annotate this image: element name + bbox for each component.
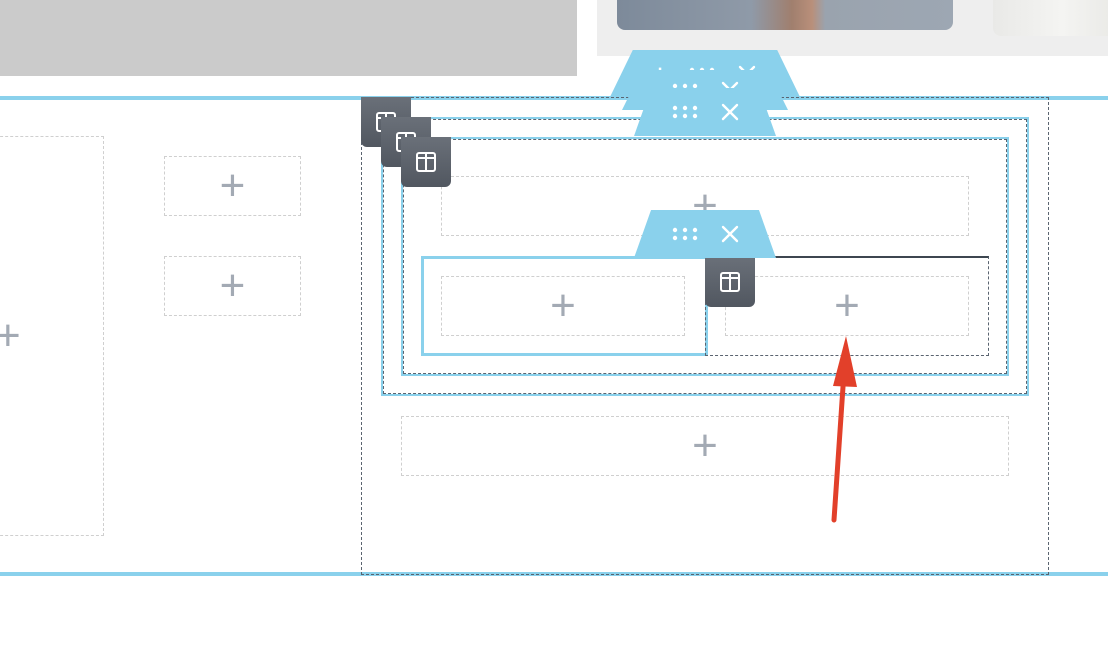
add-icon: + — [219, 161, 246, 210]
red-arrow-icon — [831, 336, 857, 523]
drag-handle-icon[interactable] — [671, 227, 699, 241]
section-top-border — [0, 96, 1108, 100]
outer-bottom-placeholder[interactable]: + — [401, 416, 1009, 476]
column-layout-icon — [720, 272, 740, 292]
add-icon: + — [692, 421, 718, 470]
add-icon: + — [0, 311, 21, 360]
left-small-placeholder-1[interactable]: + — [164, 156, 301, 216]
drag-handle-icon[interactable] — [671, 105, 699, 119]
inner-container-toolbar-tab[interactable] — [634, 210, 776, 258]
container-toolbar-tab-2[interactable] — [634, 88, 776, 136]
column-handle-inner[interactable] — [705, 257, 755, 307]
close-icon[interactable] — [721, 225, 739, 243]
close-icon[interactable] — [721, 103, 739, 121]
left-small-placeholder-2[interactable]: + — [164, 256, 301, 316]
inner-column-left[interactable] — [421, 256, 708, 356]
column-handle-3[interactable] — [401, 137, 451, 187]
column-layout-icon — [416, 152, 436, 172]
previous-section-block — [0, 0, 577, 76]
left-tall-placeholder[interactable]: + — [0, 136, 104, 536]
gallery-image[interactable] — [617, 0, 953, 30]
nested-container-2[interactable] — [401, 137, 1009, 376]
inner-left-placeholder[interactable]: + — [441, 276, 685, 336]
add-icon: + — [219, 261, 246, 310]
inner-right-placeholder[interactable]: + — [725, 276, 969, 336]
add-icon: + — [550, 281, 576, 330]
gallery-image-2[interactable] — [993, 0, 1108, 36]
add-icon: + — [834, 281, 860, 330]
